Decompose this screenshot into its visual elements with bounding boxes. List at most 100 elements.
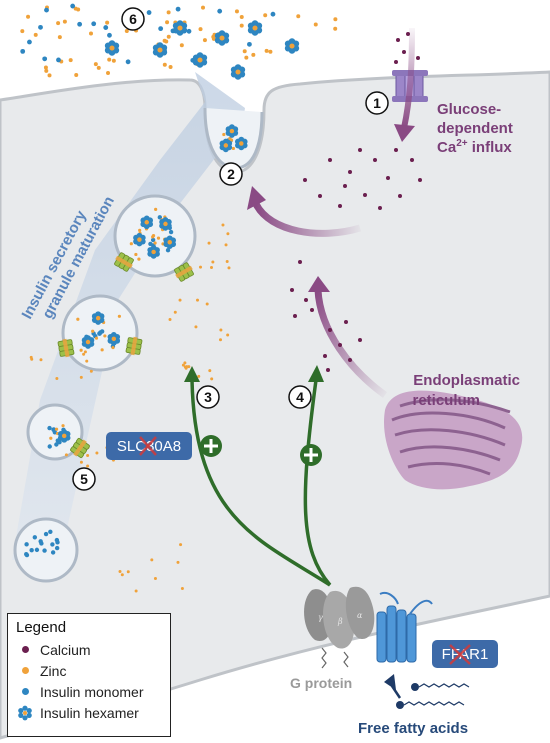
g-protein-label: G protein [290, 675, 352, 691]
insulin-monomer-dot [148, 241, 153, 247]
insulin-monomer-dot [157, 215, 163, 220]
zinc-dot [296, 14, 301, 19]
legend-item-hexamer: Insulin hexamer [16, 702, 162, 723]
zinc-dot [138, 228, 142, 232]
zinc-dot [68, 58, 73, 63]
insulin-monomer-dot [103, 25, 109, 30]
zinc-dot [43, 65, 48, 70]
zinc-dot [208, 369, 212, 373]
zinc-dot [153, 576, 157, 580]
zinc-dot [244, 55, 249, 60]
zinc-dot [219, 328, 223, 332]
legend-label: Insulin hexamer [40, 704, 139, 721]
zinc-dot [89, 31, 94, 36]
zinc-dot [187, 365, 191, 369]
calcium-dot [328, 328, 332, 332]
insulin-hexamer [192, 52, 208, 68]
zinc-dot [47, 73, 52, 78]
insulin-hexamer [214, 30, 230, 46]
zinc-dot [180, 587, 184, 591]
zinc-dot [39, 358, 43, 362]
insulin-monomer-dot [43, 531, 49, 537]
zinc-dot [156, 236, 161, 240]
svg-text:Ca2+ influx: Ca2+ influx [437, 138, 512, 156]
zinc-dot [26, 14, 31, 19]
ffar1-receptor-icon [376, 592, 433, 663]
zinc-dot [129, 242, 133, 246]
calcium-dot [358, 338, 362, 342]
calcium-dot [293, 314, 297, 318]
calcium-dot [402, 50, 406, 54]
er-release-arrow [314, 289, 388, 398]
zinc-dot [205, 302, 209, 306]
calcium-dot [298, 260, 302, 264]
ffar1-label: FFAR1 [442, 646, 489, 663]
zinc-dot [73, 6, 78, 11]
insulin-hexamer [225, 124, 239, 138]
zinc-dot [33, 32, 38, 37]
calcium-influx-arrow [401, 27, 415, 129]
fatty-acid-molecules [384, 674, 470, 709]
insulin-hexamer [91, 311, 105, 325]
zinc-dot [218, 338, 222, 342]
glucose-label-influx: influx [468, 139, 513, 156]
zinc-dot [211, 260, 215, 264]
insulin-hexamer [147, 245, 160, 259]
zinc-dot [183, 361, 187, 365]
zinc-dot [85, 359, 89, 363]
zinc-transporter [125, 336, 143, 356]
zinc-dot [168, 65, 173, 70]
calcium-dot [378, 206, 382, 210]
insulin-monomer-dot [42, 548, 47, 553]
pathway-3-arrow [190, 379, 331, 587]
zinc-dot [93, 62, 98, 67]
zinc-dot [126, 570, 130, 574]
insulin-monomer-dot [48, 529, 53, 535]
zinc-dot [184, 366, 188, 370]
zinc-dot [221, 223, 225, 227]
zinc-dot [251, 52, 256, 57]
zinc-dot [120, 573, 124, 577]
insulin-monomer-dot [168, 229, 174, 235]
insulin-monomer-dot [70, 3, 76, 9]
calcium-dot [363, 193, 367, 197]
insulin-monomer-dot [98, 330, 103, 335]
svg-text:1: 1 [373, 95, 381, 111]
zinc-dot [264, 48, 269, 53]
zinc-dot [79, 375, 83, 379]
insulin-monomer-dot [47, 444, 52, 449]
legend-label: Calcium [40, 641, 91, 658]
gamma-subunit-label: γ [318, 613, 323, 622]
zinc-dot [29, 355, 33, 359]
zinc-dot [234, 9, 239, 14]
svg-text:5: 5 [80, 471, 88, 487]
alpha-subunit-label: α [357, 611, 363, 620]
plus-icon-4 [300, 444, 322, 466]
insulin-monomer-dot [247, 41, 252, 47]
zinc-dot [198, 27, 203, 32]
legend-item-calcium: Calcium [16, 639, 162, 660]
insulin-hexamer-icon [18, 705, 32, 720]
calcium-dot [394, 148, 398, 152]
zinc-dot [197, 374, 201, 378]
insulin-monomer-dot [54, 537, 60, 543]
calcium-dot [326, 368, 330, 372]
zinc-dot [89, 369, 93, 373]
zinc-dot [181, 363, 185, 367]
step-marker-2: 2 [219, 162, 243, 186]
zinc-dot [82, 352, 86, 356]
insulin-monomer-dot [91, 21, 97, 27]
insulin-monomer-dot [24, 551, 29, 557]
zinc-dot [105, 20, 110, 25]
zinc-dot [20, 29, 25, 34]
endoplasmic-reticulum-icon [384, 390, 523, 490]
svg-text:3: 3 [204, 389, 212, 405]
g-protein-icon: γ β α [304, 586, 375, 669]
zinc-dot [100, 348, 104, 352]
calcium-dot [348, 170, 352, 174]
calcium-dot [396, 38, 400, 42]
calcium-dot-icon [21, 646, 29, 653]
calcium-dot [304, 298, 308, 302]
